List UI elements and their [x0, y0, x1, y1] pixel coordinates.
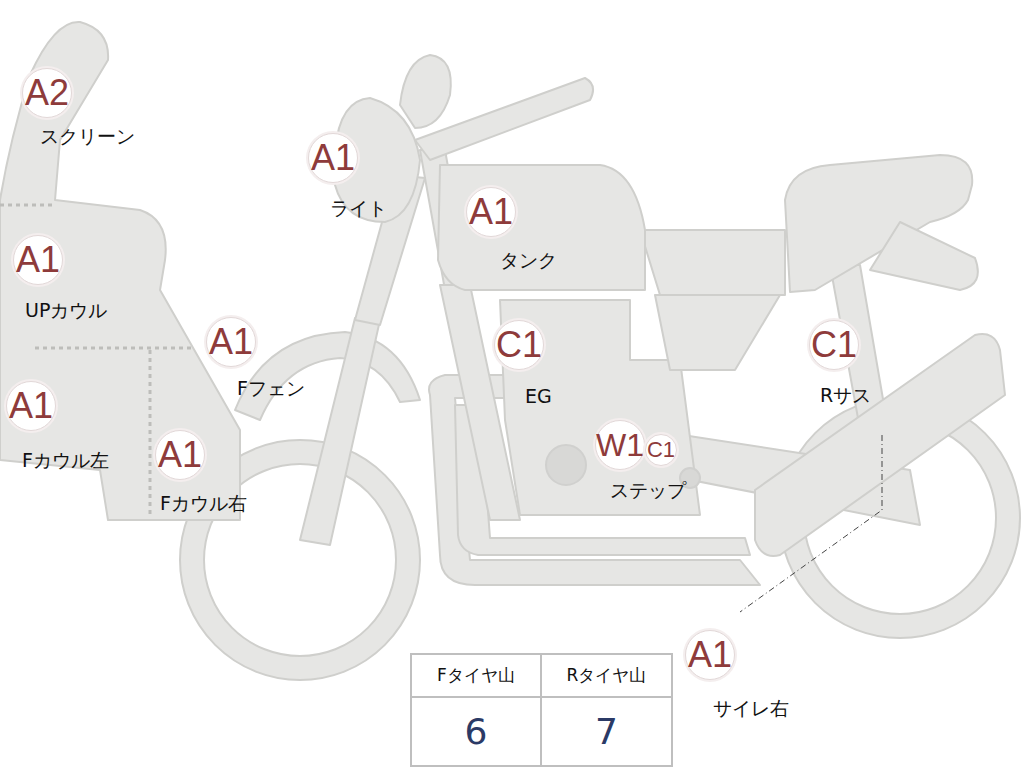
- table-header: Fタイヤ山: [411, 654, 541, 697]
- table-value: 6: [411, 697, 541, 766]
- callout-node: A1UPカウル: [13, 235, 63, 285]
- callout-code: A1: [13, 235, 63, 285]
- part-name: スクリーン: [40, 124, 135, 150]
- part-name: EG: [525, 385, 552, 407]
- callout-code: W1: [595, 420, 645, 470]
- callout-node: A1Fカウル右: [155, 430, 205, 480]
- callout-code: C1: [494, 320, 544, 370]
- part-name: Fフェン: [237, 376, 305, 402]
- part-name: タンク: [500, 248, 557, 274]
- callout-code: A1: [308, 133, 358, 183]
- callout-code: C1: [809, 320, 859, 370]
- callout-node: A1ライト: [308, 133, 358, 183]
- callout-node: A2スクリーン: [22, 68, 72, 118]
- table-value: 7: [541, 697, 672, 766]
- callout-code: A1: [466, 187, 516, 237]
- callout-code: A1: [155, 430, 205, 480]
- part-name: サイレ右: [713, 696, 789, 722]
- part-name: ライト: [330, 196, 387, 222]
- callout-node: A1Fカウル左: [6, 381, 56, 431]
- callout-node: A1サイレ右: [685, 630, 735, 680]
- callout-code: A1: [206, 317, 256, 367]
- part-name: Fカウル左: [22, 448, 109, 474]
- callout-code: C1: [645, 434, 677, 466]
- callout-node: W1ステップ: [595, 420, 645, 470]
- callout-code: A1: [6, 381, 56, 431]
- callout-code: A2: [22, 68, 72, 118]
- part-name: UPカウル: [25, 298, 107, 324]
- callout-node: A1タンク: [466, 187, 516, 237]
- callout-node: C1: [645, 434, 677, 466]
- part-name: Rサス: [820, 383, 871, 409]
- callout-node: A1Fフェン: [206, 317, 256, 367]
- callout-node: C1Rサス: [809, 320, 859, 370]
- callout-node: C1EG: [494, 320, 544, 370]
- table-header: Rタイヤ山: [541, 654, 672, 697]
- part-name: Fカウル右: [160, 491, 247, 517]
- part-name: ステップ: [610, 478, 686, 504]
- callout-code: A1: [685, 630, 735, 680]
